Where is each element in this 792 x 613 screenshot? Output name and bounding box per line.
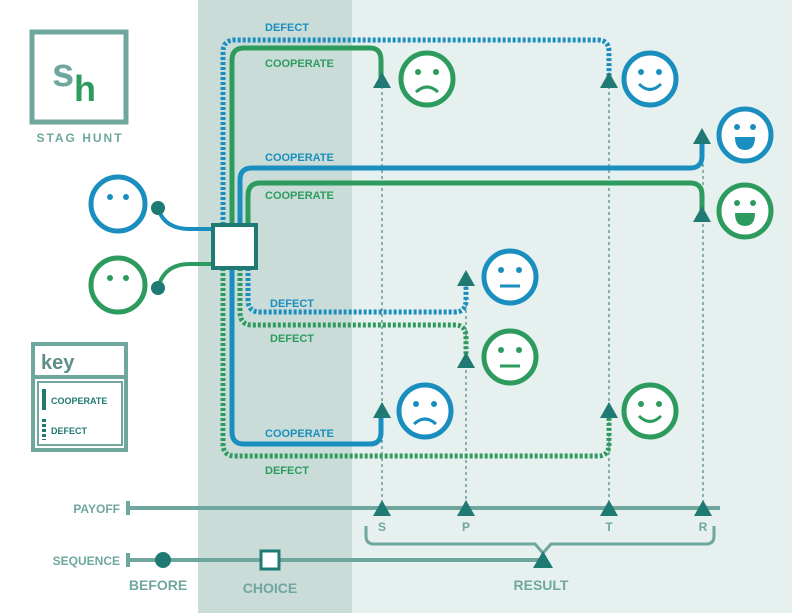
logo-h: h [74,68,96,109]
key-cooperate-label: COOPERATE [51,396,107,406]
path-arrowheads [373,72,711,418]
sequence-label: SEQUENCE [53,554,120,568]
choice-square [259,549,281,571]
sad-face-green-icon [398,50,456,108]
logo-s: s [52,51,74,95]
grinning-face-blue-icon [716,106,774,164]
label-bottom-defect: DEFECT [265,465,309,477]
label-mid-cooperate-green: COOPERATE [265,190,334,202]
path-top-defect [220,37,612,230]
logo-frame [29,29,129,125]
key-inner [37,381,123,446]
payoff-tick-markers [373,500,712,516]
logo-title: STAG HUNT [36,131,123,145]
path-mid-cooperate-blue [237,140,705,230]
label-bottom-cooperate: COOPERATE [265,428,334,440]
label-low-defect-green: DEFECT [270,333,314,345]
before-dot [155,552,171,568]
path-mid-cooperate-green [245,180,705,230]
label-top-cooperate: COOPERATE [265,58,334,70]
blue-player-face-icon [88,174,148,234]
result-triangle [533,551,553,568]
path-low-defect-blue [245,268,469,315]
sad-face-blue-icon [396,382,454,440]
happy-face-blue-icon [621,50,679,108]
path-low-defect-green [237,268,469,355]
key-defect-label: DEFECT [51,426,88,436]
label-top-defect: DEFECT [265,22,309,34]
blue-connector-dot [151,201,165,215]
key-frame [31,342,128,452]
happy-face-green-icon [621,382,679,440]
key-title: key [41,352,75,374]
payoff-tick-s: S [378,520,386,534]
step-result: RESULT [514,577,569,593]
neutral-face-green-icon [481,328,539,386]
green-connector-dot [151,281,165,295]
label-low-defect-blue: DEFECT [270,298,314,310]
path-bottom-cooperate [229,268,384,447]
path-bottom-defect [220,268,612,459]
payoff-tick-p: P [462,520,470,534]
path-top-cooperate [229,45,384,230]
green-player-face-icon [88,255,148,315]
label-mid-cooperate-blue: COOPERATE [265,152,334,164]
step-choice: CHOICE [243,580,297,596]
neutral-face-blue-icon [481,248,539,306]
payoff-tick-r: R [699,520,708,534]
choice-node [211,223,258,270]
grinning-face-green-icon [716,182,774,240]
payoff-tick-t: T [605,520,613,534]
payoff-label: PAYOFF [73,502,120,516]
step-before: BEFORE [129,577,187,593]
